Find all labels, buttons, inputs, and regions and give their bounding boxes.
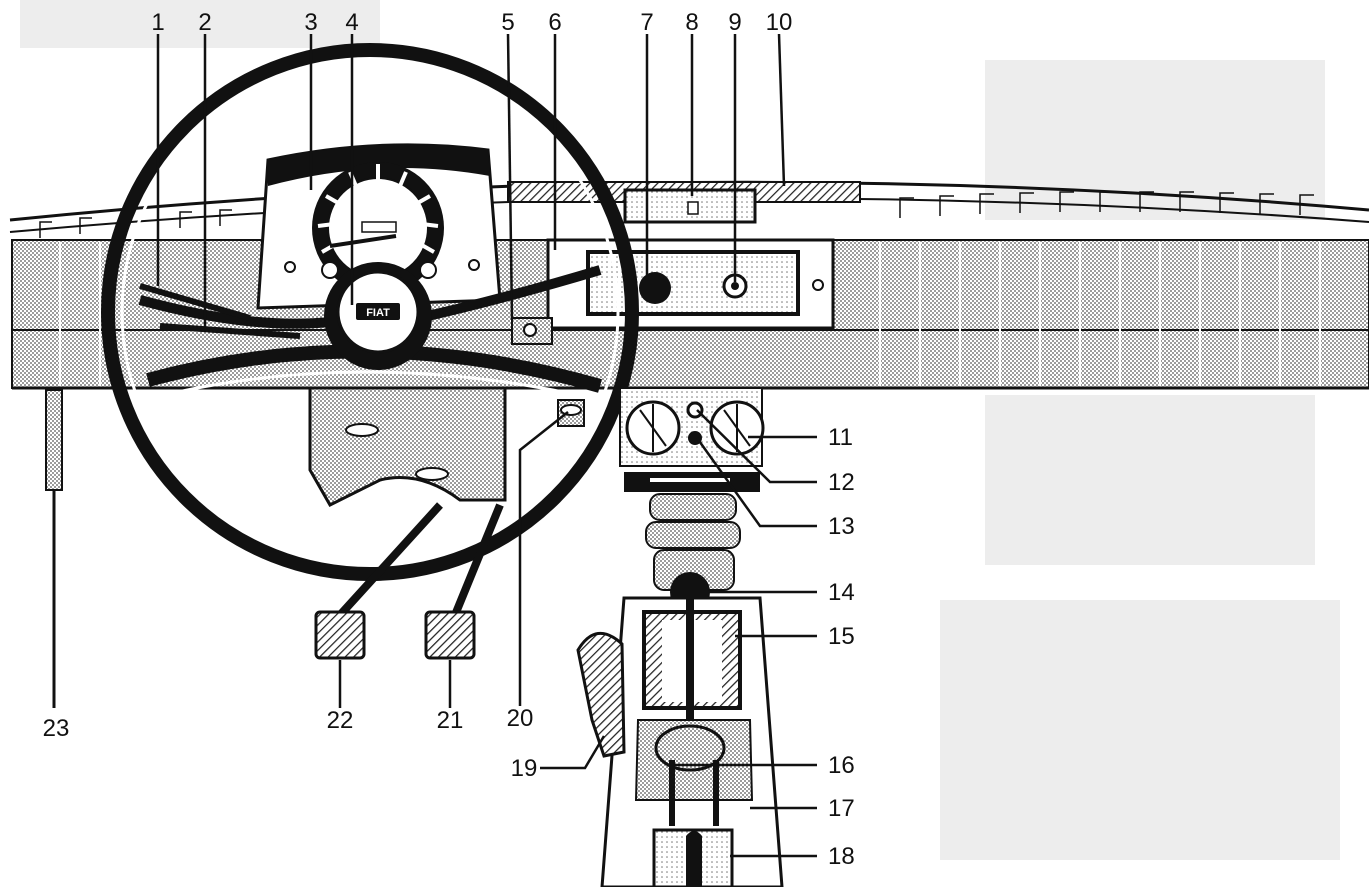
- pedals: [314, 502, 504, 660]
- callout-16: 16: [828, 752, 855, 779]
- left-stalks: [139, 283, 301, 339]
- bleed-through-block: [20, 0, 380, 48]
- callout-14: 14: [828, 579, 855, 606]
- callout-labels: 1 2 3 4 5 6 7 8 9 10 11 12 13 14 15 16 1…: [43, 9, 855, 870]
- callout-5: 5: [501, 9, 514, 36]
- callout-9: 9: [728, 9, 741, 36]
- callout-7: 7: [640, 9, 653, 36]
- callout-6: 6: [548, 9, 561, 36]
- callout-12: 12: [828, 469, 855, 496]
- ignition-switch: [511, 317, 553, 345]
- callout-22: 22: [327, 707, 354, 734]
- callout-4: 4: [345, 9, 358, 36]
- console-tunnel: [600, 592, 784, 887]
- steering-column: [308, 386, 585, 507]
- bleed-through-block: [940, 600, 1340, 860]
- callout-11: 11: [828, 424, 853, 451]
- callout-13: 13: [828, 513, 855, 540]
- callout-2: 2: [198, 9, 211, 36]
- fiat-badge: FIAT: [366, 307, 390, 319]
- callout-19: 19: [511, 755, 538, 782]
- steering-wheel: [101, 43, 639, 581]
- hood-release: [45, 389, 63, 708]
- callout-20: 20: [507, 705, 534, 732]
- callout-15: 15: [828, 623, 855, 650]
- callout-10: 10: [766, 9, 793, 36]
- callout-8: 8: [685, 9, 698, 36]
- callout-21: 21: [437, 707, 464, 734]
- callout-17: 17: [828, 795, 855, 822]
- radio-panel: [507, 181, 861, 330]
- callout-18: 18: [828, 843, 855, 870]
- bleed-through-block: [985, 395, 1315, 565]
- dashboard-ribs: [59, 242, 1321, 386]
- leader-lines: [156, 33, 817, 858]
- handbrake-lever: [576, 632, 626, 758]
- callout-23: 23: [43, 715, 70, 742]
- callout-3: 3: [304, 9, 317, 36]
- callout-1: 1: [151, 9, 164, 36]
- defroster-vents: [39, 191, 1314, 238]
- heater-controls: [619, 387, 765, 492]
